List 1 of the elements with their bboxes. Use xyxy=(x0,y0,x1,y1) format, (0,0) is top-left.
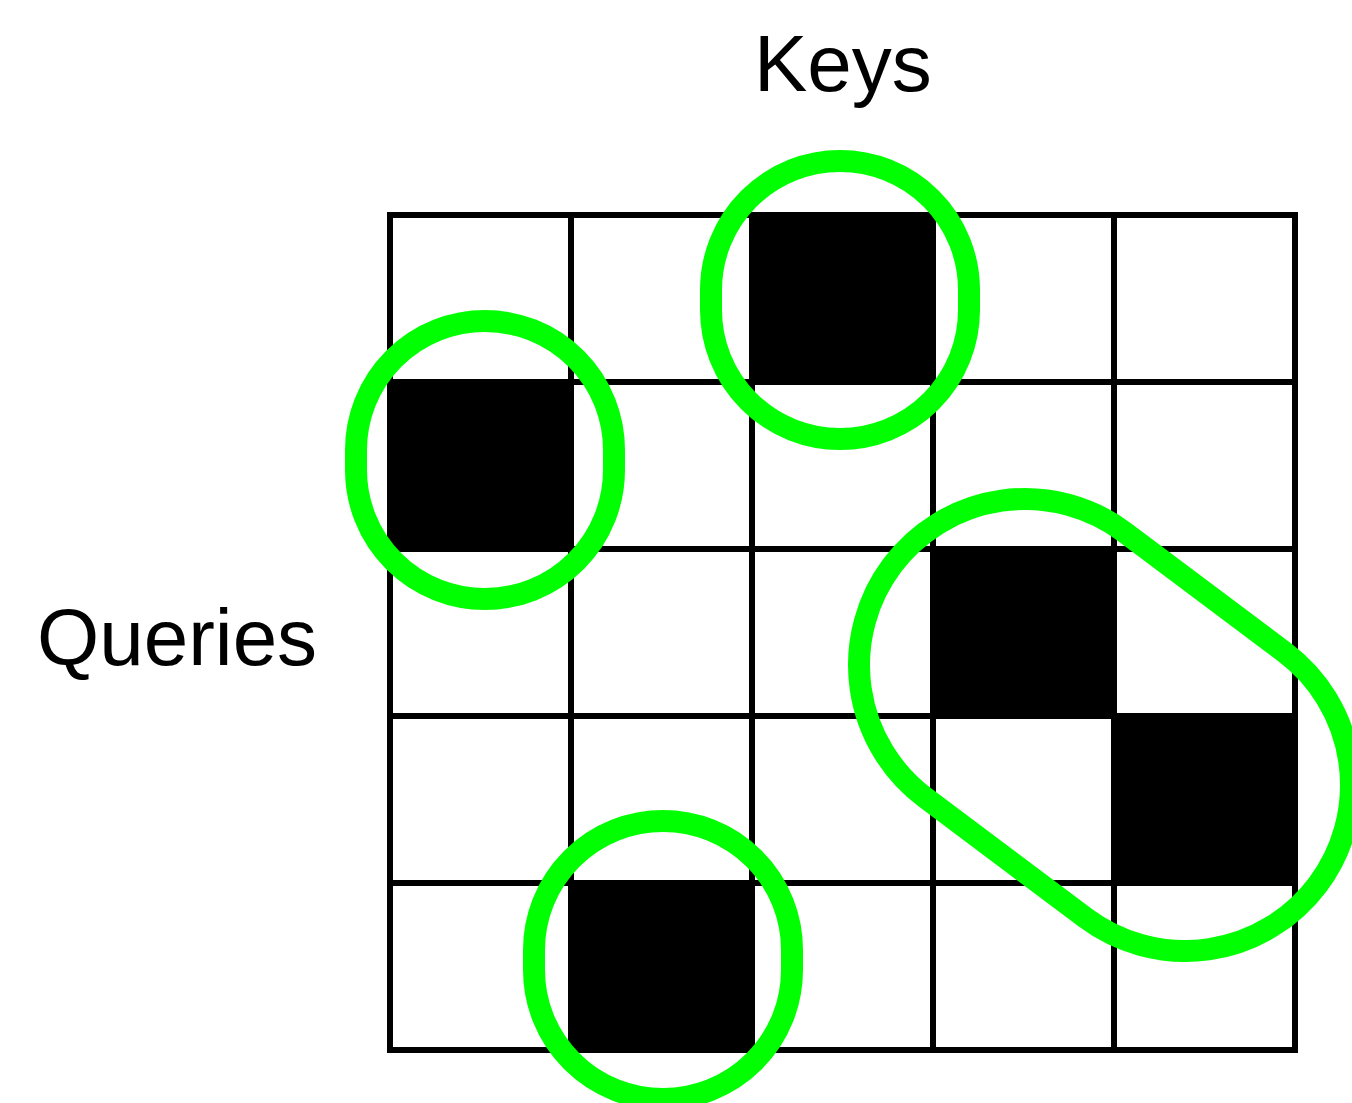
axis-label: Queries xyxy=(37,598,318,678)
